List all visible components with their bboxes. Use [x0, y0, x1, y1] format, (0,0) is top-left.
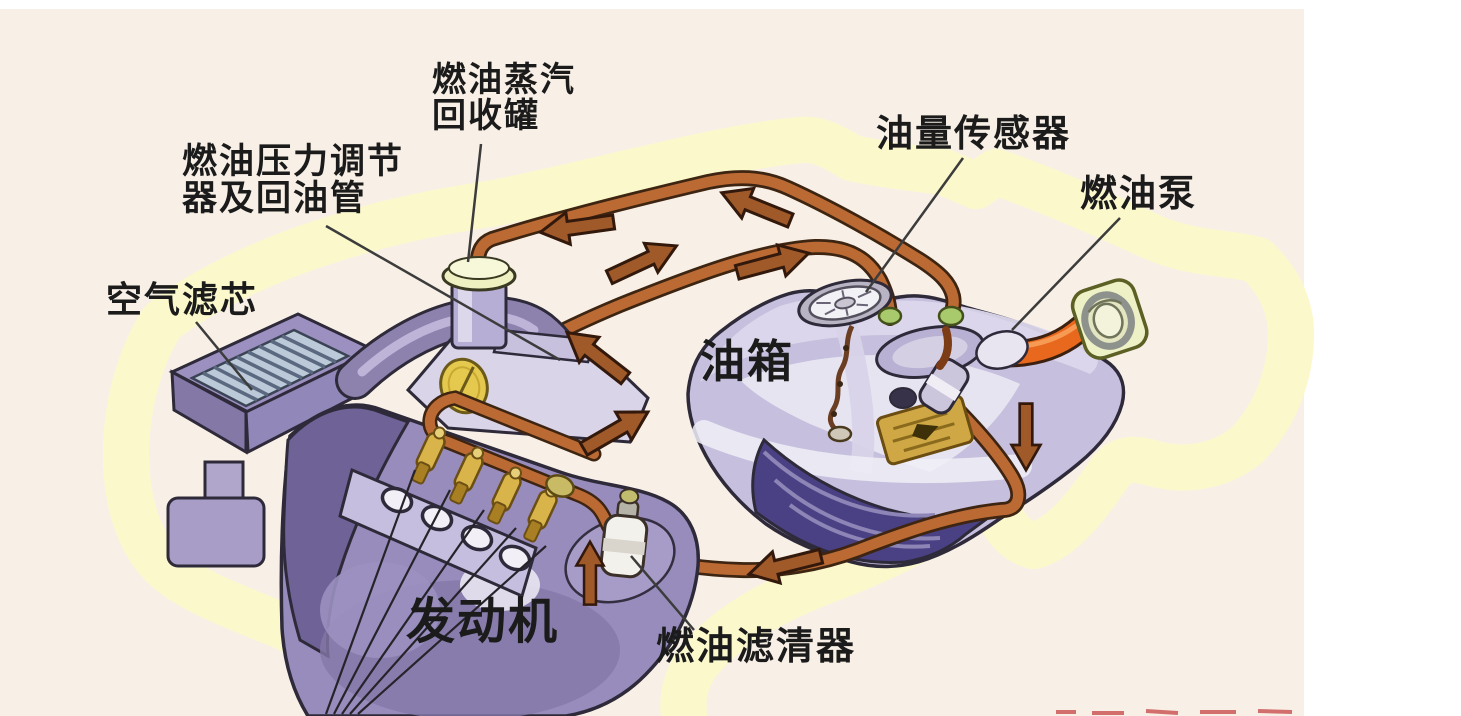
- label-vapor-canister: 燃油蒸汽 回收罐: [432, 62, 576, 134]
- return-grommet: [877, 306, 903, 326]
- right-margin: [1304, 0, 1461, 716]
- leader-line: [1011, 217, 1121, 331]
- label-vapor-canister-line2: 回收罐: [432, 96, 540, 137]
- sensor-float-arm: [827, 324, 855, 443]
- red-watermark-marks: [1056, 709, 1293, 715]
- label-vapor-canister-line1: 燃油蒸汽: [432, 60, 576, 100]
- label-pressure-regulator: 燃油压力调节 器及回油管: [182, 142, 405, 220]
- label-fuel-tank: 油箱: [700, 335, 795, 388]
- leader-line: [325, 224, 561, 362]
- sender-plate: [876, 394, 974, 466]
- leader-lines: [195, 143, 1121, 631]
- injector-leader-fan: [324, 469, 547, 715]
- level-sensor-cap: [797, 278, 893, 328]
- label-air-filter: 空气滤芯: [106, 280, 259, 321]
- pressure-regulator-graphic: [545, 474, 575, 498]
- leader-line: [466, 143, 483, 263]
- label-fuel-level-sensor: 油量传感器: [876, 112, 1071, 155]
- label-fuel-filter: 燃油滤清器: [656, 624, 857, 668]
- leader-line: [195, 321, 253, 391]
- top-margin: [0, 0, 1461, 9]
- leader-line: [864, 157, 965, 293]
- label-engine: 发动机: [406, 593, 560, 650]
- label-fuel-pump: 燃油泵: [1080, 172, 1197, 215]
- vapor-grommet: [937, 305, 965, 327]
- vapor-canister-graphic: [441, 256, 517, 350]
- leader-line: [630, 555, 695, 631]
- fuel-cap: [1070, 278, 1149, 360]
- fuel-injectors: [411, 426, 559, 543]
- fuel-pump-graphic: [875, 305, 1029, 415]
- label-pressure-regulator-line1: 燃油压力调节: [182, 142, 405, 182]
- label-pressure-regulator-line2: 器及回油管: [182, 179, 368, 220]
